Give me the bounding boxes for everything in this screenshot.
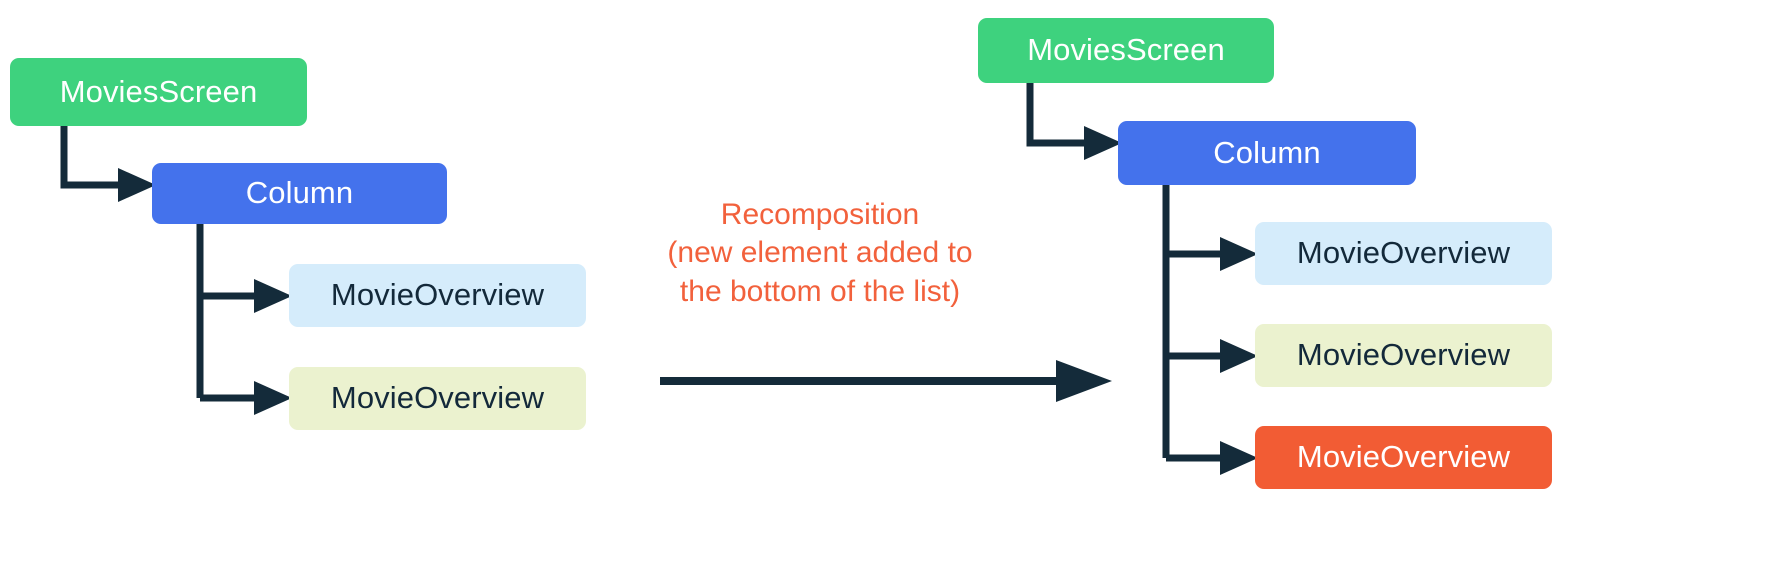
before-node-movies-screen[interactable]: MoviesScreen (10, 58, 307, 126)
before-node-movie-overview-2[interactable]: MovieOverview (289, 367, 586, 430)
recomposition-caption: Recomposition (new element added to the … (620, 196, 1020, 311)
recomposition-caption-line-1: Recomposition (720, 198, 920, 231)
recomposition-caption-line-2: (new element added to (667, 236, 973, 270)
before-node-movies-screen-label: MoviesScreen (59, 73, 258, 109)
after-node-movie-overview-1-label: MovieOverview (1296, 235, 1511, 271)
recomposition-caption-line-3: the bottom of the list) (679, 274, 961, 308)
after-node-column[interactable]: Column (1118, 121, 1416, 185)
after-node-movie-overview-1[interactable]: MovieOverview (1255, 222, 1552, 285)
after-node-movie-overview-2[interactable]: MovieOverview (1255, 324, 1552, 387)
before-node-column-label: Column (245, 175, 354, 211)
after-node-movie-overview-3[interactable]: MovieOverview (1255, 426, 1552, 489)
before-node-column[interactable]: Column (152, 163, 447, 224)
before-node-movie-overview-1-label: MovieOverview (330, 277, 545, 313)
after-node-movies-screen-label: MoviesScreen (1027, 32, 1225, 68)
after-node-movies-screen[interactable]: MoviesScreen (978, 18, 1274, 83)
after-node-movie-overview-3-label: MovieOverview (1296, 439, 1511, 475)
after-connector-screen-to-column (1026, 83, 1122, 160)
before-node-movie-overview-2-label: MovieOverview (330, 380, 545, 416)
recomposition-right-arrow-icon (660, 360, 1112, 402)
after-node-movie-overview-2-label: MovieOverview (1296, 337, 1511, 373)
before-node-movie-overview-1[interactable]: MovieOverview (289, 264, 586, 327)
after-node-column-label: Column (1213, 134, 1321, 170)
before-connector-screen-to-column (60, 126, 156, 202)
